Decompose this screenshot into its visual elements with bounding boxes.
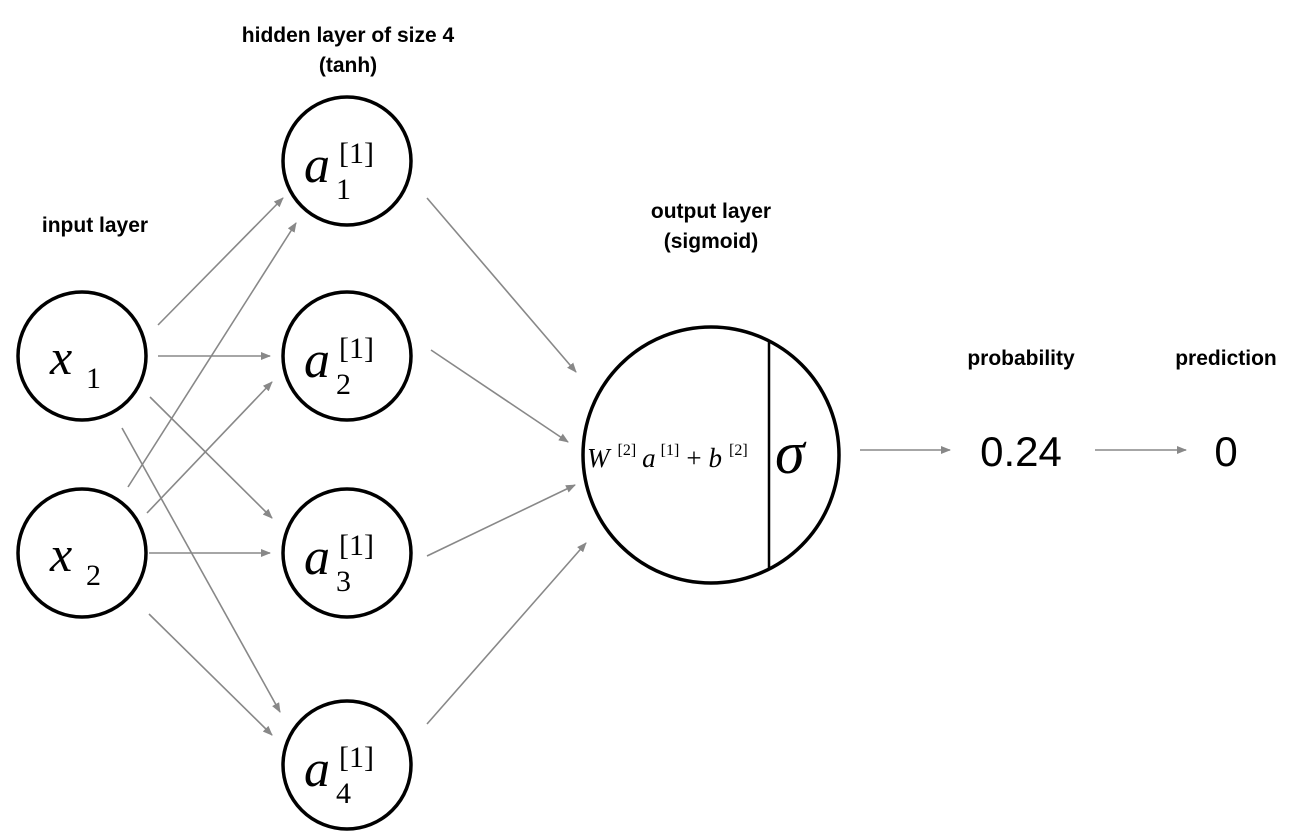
hidden-superscript: [1] bbox=[339, 332, 374, 365]
hidden-node-circle bbox=[281, 290, 413, 422]
edge-x2-a1 bbox=[127, 222, 297, 488]
linear-combination-formula: W [2] a [1] + b [2] bbox=[587, 442, 748, 473]
hidden-node-a2: a [1] 2 bbox=[281, 290, 413, 422]
output-node: W [2] a [1] + b [2] σ bbox=[581, 325, 841, 585]
edge-x2-a4 bbox=[148, 613, 273, 736]
hidden-subscript: 1 bbox=[336, 173, 351, 206]
input-layer-title: input layer bbox=[42, 214, 148, 237]
hidden-superscript: [1] bbox=[339, 529, 374, 562]
hidden-var: a bbox=[304, 741, 330, 798]
activation-symbol: a bbox=[642, 443, 656, 473]
hidden-var: a bbox=[304, 529, 330, 586]
input-node-circle bbox=[16, 290, 148, 422]
input-subscript: 1 bbox=[86, 362, 101, 395]
hidden-node-a3: a [1] 3 bbox=[281, 487, 413, 619]
prediction-title: prediction bbox=[1175, 347, 1277, 370]
hidden-superscript: [1] bbox=[339, 741, 374, 774]
edge-a4-out bbox=[426, 542, 587, 725]
input-to-hidden-edges bbox=[121, 197, 297, 736]
input-node-x1: x 1 bbox=[16, 290, 148, 422]
hidden-var: a bbox=[304, 137, 330, 194]
edge-x1-a4 bbox=[121, 427, 281, 713]
output-layer-activation: (sigmoid) bbox=[664, 230, 759, 253]
plus-sign: + bbox=[686, 443, 701, 473]
input-var: x bbox=[49, 526, 72, 582]
sigma-symbol: σ bbox=[775, 420, 807, 486]
hidden-subscript: 4 bbox=[336, 777, 351, 810]
weight-symbol: W bbox=[587, 443, 612, 473]
hidden-subscript: 2 bbox=[336, 368, 351, 401]
prediction-value: 0 bbox=[1214, 428, 1237, 475]
edge-x1-a1 bbox=[157, 197, 284, 326]
hidden-node-circle bbox=[281, 487, 413, 619]
hidden-node-circle bbox=[281, 699, 413, 831]
input-var: x bbox=[49, 329, 72, 385]
hidden-subscript: 3 bbox=[336, 565, 351, 598]
edge-a1-out bbox=[426, 197, 577, 373]
probability-value: 0.24 bbox=[980, 428, 1062, 475]
probability-title: probability bbox=[967, 347, 1075, 370]
edge-x1-a3 bbox=[149, 396, 273, 519]
edge-a3-out bbox=[426, 484, 576, 557]
input-node-x2: x 2 bbox=[16, 487, 148, 619]
input-node-circle bbox=[16, 487, 148, 619]
bias-symbol: b bbox=[709, 443, 723, 473]
hidden-to-output-edges bbox=[426, 197, 587, 725]
input-subscript: 2 bbox=[86, 559, 101, 592]
hidden-superscript: [1] bbox=[339, 137, 374, 170]
activation-superscript: [1] bbox=[661, 442, 680, 459]
hidden-layer-activation: (tanh) bbox=[319, 54, 377, 77]
hidden-layer-title: hidden layer of size 4 bbox=[242, 24, 455, 47]
hidden-var: a bbox=[304, 332, 330, 389]
output-node-circle bbox=[581, 325, 841, 585]
bias-superscript: [2] bbox=[729, 442, 748, 459]
output-layer-title: output layer bbox=[651, 200, 771, 223]
weight-superscript: [2] bbox=[618, 442, 637, 459]
edge-x2-a2 bbox=[146, 381, 273, 514]
hidden-node-a4: a [1] 4 bbox=[281, 699, 413, 831]
hidden-node-a1: a [1] 1 bbox=[281, 95, 413, 227]
hidden-node-circle bbox=[281, 95, 413, 227]
edge-a2-out bbox=[430, 349, 569, 443]
